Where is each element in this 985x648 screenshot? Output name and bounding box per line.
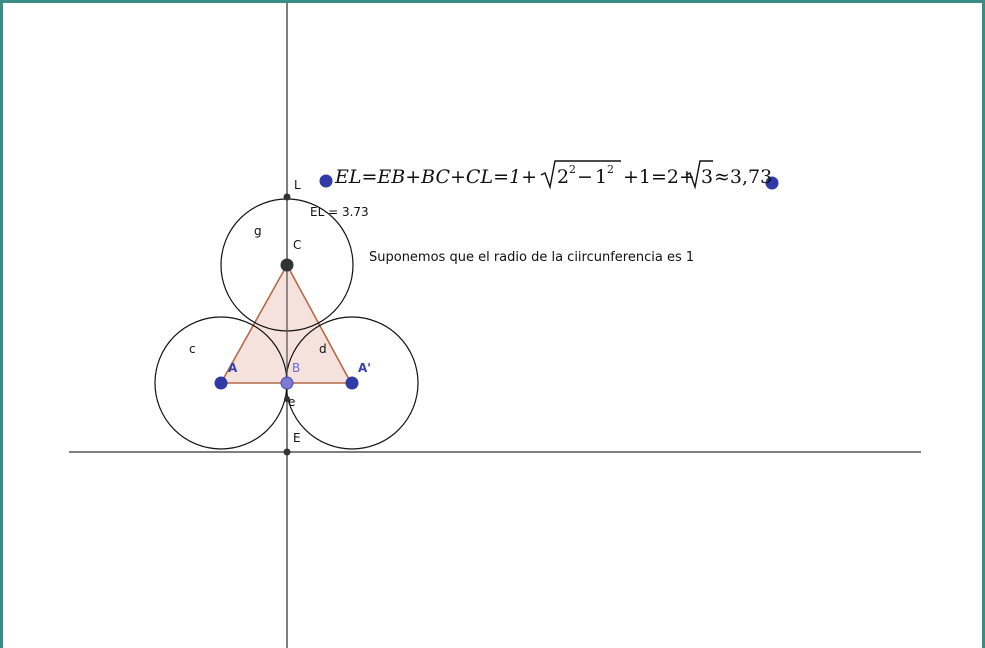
label-L: L: [294, 178, 301, 192]
radicand-base-1: 2: [557, 166, 569, 188]
svg-text:EL=EB+BC+CL=1+: EL=EB+BC+CL=1+: [334, 166, 537, 188]
minus-sign: −: [577, 166, 593, 188]
point-A[interactable]: [214, 376, 228, 390]
point-e[interactable]: [284, 396, 290, 402]
radius-note: Suponemos que el radio de la ciircunfere…: [369, 250, 694, 265]
label-A-prime: A': [358, 361, 371, 375]
radicand-base-2: 1: [595, 166, 607, 188]
label-A: A: [228, 361, 238, 375]
point-L[interactable]: [283, 193, 291, 201]
equilateral-triangle[interactable]: [219, 263, 353, 384]
formula-anchor-right[interactable]: [765, 176, 779, 190]
label-circle-g: g: [254, 224, 262, 238]
construction-drawing: L C A A' B e E g c d EL = 3.73 Suponemos…: [69, 3, 921, 648]
label-e: e: [288, 395, 295, 409]
formula-anchor-left[interactable]: [319, 174, 333, 188]
point-B[interactable]: [280, 376, 294, 390]
point-A-prime[interactable]: [345, 376, 359, 390]
label-circle-d: d: [319, 342, 327, 356]
formula-lhs: EL=EB+BC+CL=1+: [334, 166, 537, 188]
label-circle-c: c: [189, 342, 196, 356]
exponent-2: 2: [607, 163, 614, 176]
label-C: C: [293, 238, 301, 252]
exponent-1: 2: [569, 163, 576, 176]
el-value-text: EL = 3.73: [310, 205, 369, 219]
svg-text:2: 2: [557, 166, 569, 188]
formula-tail: ≈3,73: [714, 166, 772, 188]
label-B: B: [292, 361, 300, 375]
formula: EL=EB+BC+CL=1+ 2 2 − 1 2 +1=2+ 3 ≈3,73: [334, 160, 772, 190]
radical-sign-1: [540, 160, 621, 190]
radicand-3: 3: [701, 166, 713, 188]
point-C[interactable]: [280, 258, 294, 272]
point-E[interactable]: [283, 448, 291, 456]
formula-mid: +1=2+: [623, 166, 695, 188]
radical-sign-2: [685, 160, 713, 190]
label-E: E: [293, 431, 301, 445]
